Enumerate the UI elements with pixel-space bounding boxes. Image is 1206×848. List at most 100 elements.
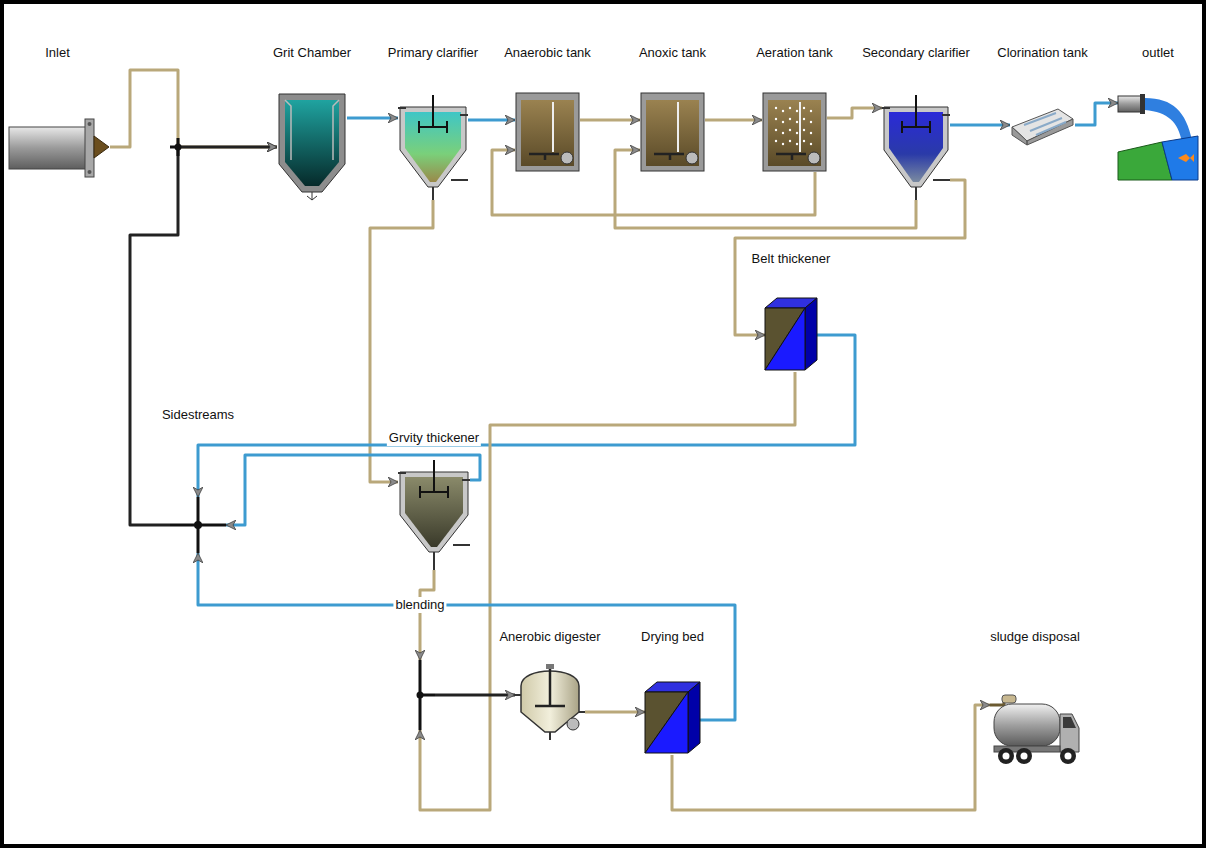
icon-part	[1002, 695, 1016, 703]
clarifier-icon	[398, 95, 468, 200]
flow-line	[110, 70, 277, 147]
icon-part	[88, 122, 92, 126]
icon-part	[796, 110, 798, 112]
icon-part	[417, 692, 424, 699]
icon-part	[686, 152, 698, 164]
gravity-thickener-icon	[398, 460, 470, 570]
icon-part	[765, 308, 805, 370]
unit-label: Anerobic digester	[497, 629, 602, 645]
mixer-junction	[175, 144, 182, 151]
drying-bed-icon	[645, 680, 700, 755]
sludge-truck: sludge disposal	[990, 690, 1080, 770]
icon-part	[516, 93, 579, 171]
process-tank-icon	[640, 92, 705, 172]
unit-label: Grit Chamber	[271, 45, 353, 61]
grit-chamber: Grit Chamber	[277, 92, 347, 202]
icon-part	[782, 110, 784, 112]
flow-line	[950, 124, 1010, 127]
drying-bed: Drying bed	[645, 680, 700, 755]
flow-line	[827, 108, 882, 118]
unit-label: Grvity thickener	[387, 430, 481, 446]
aeration-tank: Aeration tank	[762, 92, 827, 172]
unit-label: Drying bed	[639, 629, 706, 645]
icon-part	[882, 108, 950, 200]
icon-part	[998, 748, 1014, 764]
inlet-pipe: Inlet	[5, 115, 110, 180]
icon-part	[803, 140, 805, 142]
flow-line	[198, 335, 855, 497]
icon-part	[789, 129, 791, 131]
icon-part	[529, 154, 559, 160]
unit-label: blending	[393, 597, 446, 613]
icon-part	[645, 692, 688, 753]
blending-mixer: blending	[405, 660, 435, 730]
inlet-pipe-icon	[5, 115, 110, 180]
icon-part	[805, 298, 817, 370]
icon-part	[810, 132, 812, 134]
belt-thickener-icon	[765, 296, 817, 372]
flow-line	[420, 570, 434, 660]
icon-part	[1024, 113, 1066, 135]
icon-part	[521, 100, 574, 166]
chlorination-tank-icon	[1010, 105, 1075, 145]
unit-label: Secondary clarifier	[860, 45, 972, 61]
icon-part	[789, 140, 791, 142]
flow-line	[1075, 103, 1118, 125]
process-tank: Anaerobic tank	[515, 92, 580, 172]
process-tank-icon	[515, 92, 580, 172]
icon-part	[1021, 753, 1028, 760]
icon-part	[994, 704, 1060, 746]
icon-part	[1118, 96, 1142, 112]
unit-label: Primary clarifier	[386, 45, 480, 61]
icon-part	[789, 118, 791, 120]
outlet-river: outlet	[1118, 92, 1198, 182]
sidestream-mixer-icon	[170, 497, 226, 553]
outlet-river-icon	[1118, 92, 1198, 182]
icon-part	[768, 100, 821, 166]
icon-part	[552, 102, 554, 152]
unit-label: Aeration tank	[754, 45, 835, 61]
icon-part	[810, 110, 812, 112]
icon-part	[782, 143, 784, 145]
unit-label: Anaerobic tank	[502, 45, 593, 61]
icon-part	[645, 692, 688, 753]
unit-label: Belt thickener	[750, 251, 833, 267]
icon-part	[654, 154, 684, 160]
icon-part	[279, 94, 345, 192]
icon-part	[677, 102, 679, 152]
icon-part	[810, 121, 812, 123]
flow-line	[347, 117, 398, 120]
icon-part	[285, 100, 339, 160]
icon-part	[88, 170, 92, 174]
sidestream-mixer: Sidestreams	[170, 497, 226, 553]
flow-line	[435, 694, 515, 697]
blending-mixer-icon	[405, 660, 435, 730]
sludge-truck-icon	[990, 690, 1080, 770]
icon-part	[94, 136, 109, 158]
icon-part	[775, 140, 777, 142]
icon-part	[808, 152, 820, 164]
icon-part	[763, 93, 826, 171]
flow-line	[585, 711, 645, 714]
chlorination-tank: Clorination tank	[1010, 105, 1075, 145]
icon-part	[803, 129, 805, 131]
icon-part	[1003, 753, 1010, 760]
icon-part	[641, 93, 704, 171]
unit-label: outlet	[1140, 45, 1176, 61]
icon-part	[398, 108, 468, 200]
icon-part	[782, 121, 784, 123]
flow-line	[705, 119, 762, 122]
icon-part	[775, 107, 777, 109]
icon-part	[1178, 154, 1194, 162]
icon-part	[902, 95, 930, 133]
gravity-thickener: Grvity thickener	[398, 460, 470, 570]
unit-label: Sidestreams	[160, 407, 236, 423]
anaerobic-digester: Anerobic digester	[515, 660, 585, 740]
anaerobic-digester-icon	[515, 660, 585, 740]
unit-label: Inlet	[43, 45, 72, 61]
icon-part	[170, 497, 226, 553]
icon-part	[775, 118, 777, 120]
icon-part	[567, 718, 579, 730]
icon-part	[419, 95, 447, 133]
